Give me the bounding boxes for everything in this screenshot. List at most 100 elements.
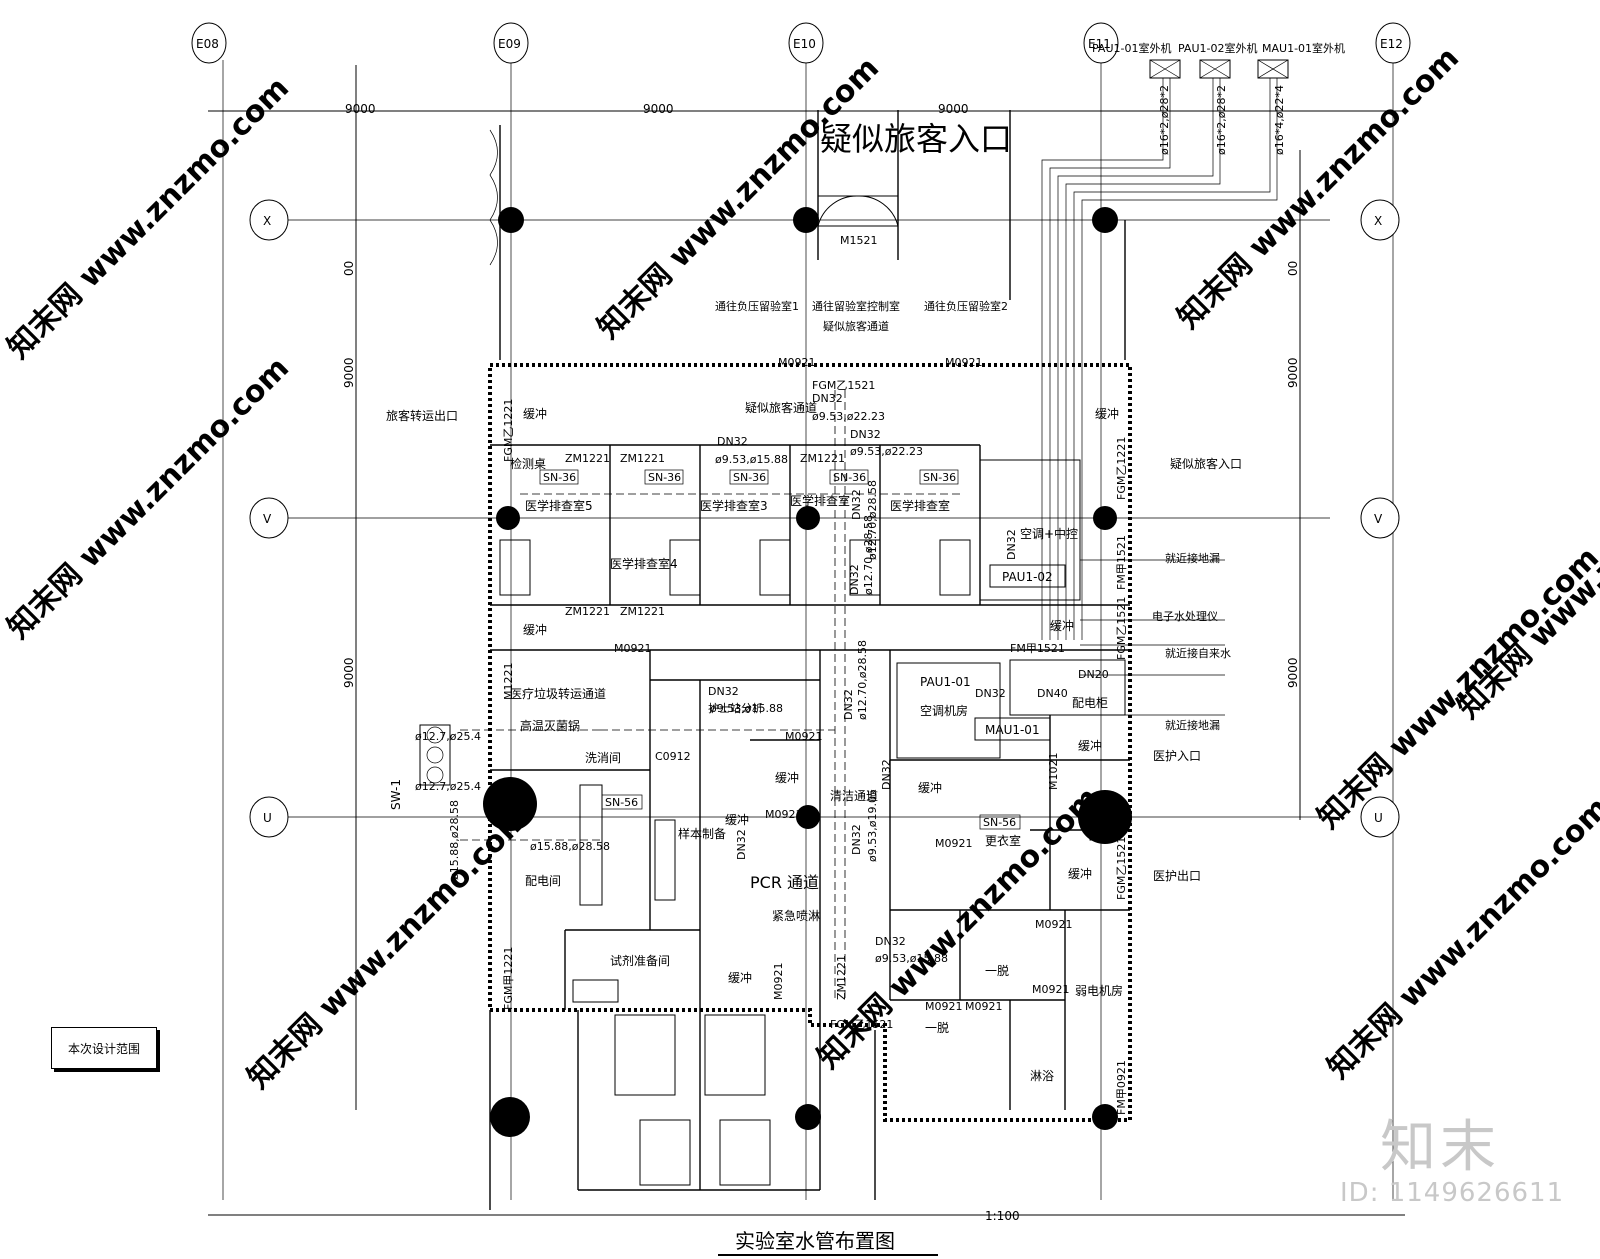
label-near-drain2: 就近接地漏 <box>1165 718 1220 732</box>
label-weak-room: 弱电机房 <box>1075 983 1123 998</box>
to-control: 通往留验室控制室 <box>812 299 900 313</box>
door-zm1221-5: ZM1221 <box>620 605 665 618</box>
label-exam3: 医学排查室3 <box>700 498 768 513</box>
label-dist-cabinet: 配电柜 <box>1072 696 1108 710</box>
pipe-14: DN32 <box>975 687 1006 700</box>
door-m0921-4: M0921 <box>785 730 823 743</box>
pipe-9: ø12.70,ø28.58 <box>866 480 879 560</box>
entrance-top-label: 疑似旅客入口 <box>820 120 1012 158</box>
dimensions: 9000 9000 9000 9000 9000 9000 9000 00 00 <box>208 65 1405 1216</box>
lower-restrooms <box>489 1010 876 1210</box>
pipe-13: ø12.70,ø28.58 <box>856 640 869 720</box>
scale-text: 1:100 <box>985 1209 1020 1223</box>
label-buffer-9: 缓冲 <box>775 770 799 785</box>
door-fgm1221-2: FGM乙1221 <box>1115 437 1128 500</box>
label-medical-waste: 医疗垃圾转运通道 <box>510 686 606 701</box>
brand-logo-text: 知末 <box>1380 1115 1500 1180</box>
label-exam-c: 医学排查室 <box>890 498 950 513</box>
door-m0921-10: M0921 <box>965 1000 1003 1013</box>
tag-sn56-2: SN-56 <box>983 816 1016 829</box>
door-m0921-3: M0921 <box>614 642 652 655</box>
dim-v-4: 9000 <box>1286 657 1300 688</box>
dim-v-3: 9000 <box>1286 357 1300 388</box>
label-buffer-6: 缓冲 <box>1068 866 1092 881</box>
suspect-channel: 疑似旅客通道 <box>823 319 889 333</box>
grid-bubble-e09: E09 <box>498 37 521 51</box>
label-water-treatment: 电子水处理仪 <box>1152 610 1218 623</box>
transfer-exit: 旅客转运出口 <box>386 408 458 423</box>
label-exam4: 医学排查室4 <box>610 556 678 571</box>
legend-design-scope: 本次设计范围 <box>51 1027 157 1069</box>
watermark-9: 知末网 www.znzmo.com <box>1311 541 1600 836</box>
to-neg2: 通往负压留验室2 <box>924 299 1008 313</box>
label-exam5: 医学排查室5 <box>525 498 593 513</box>
drawing-title-text: 实验室水管布置图 <box>735 1229 895 1253</box>
label-pcr: PCR 通道 <box>750 873 819 892</box>
pipe-12: DN32 <box>842 689 855 720</box>
door-m1221: M1221 <box>502 663 515 701</box>
grid-bubble-v-left: V <box>263 512 272 526</box>
drawing-title: 实验室水管布置图 1:100 <box>718 1209 1020 1256</box>
pipe-1: DN32 <box>812 392 843 405</box>
grid-bubble-e12: E12 <box>1380 37 1403 51</box>
door-m0921-2: M0921 <box>945 356 983 369</box>
unit-mau1-01: MAU1-01 <box>985 723 1040 737</box>
pipe-22: ø9.53,ø15.88 <box>875 952 948 965</box>
outdoor-unit-label-1: PAU1-01室外机 <box>1092 41 1171 55</box>
pipe-26: ø15.88,ø28.58 <box>530 840 610 853</box>
label-buffer-5: 缓冲 <box>1078 738 1102 753</box>
label-suspect-passage: 疑似旅客通道 <box>745 400 817 415</box>
watermark-layer: 知末网 www.znzmo.com 知末网 www.znzmo.com 知末网 … <box>1 41 1600 1096</box>
pipe-23: ø12.7,ø25.4 <box>415 730 481 743</box>
outdoor-pipe-1: ø16*2,ø28*2 <box>1158 85 1171 155</box>
equipment-symbols <box>419 539 1111 1003</box>
to-neg1: 通往负压留验室1 <box>715 299 799 313</box>
label-buffer-2: 缓冲 <box>1095 406 1119 421</box>
watermark-8: 知末网 www.znzmo.com <box>1321 791 1600 1086</box>
label-undress: 一脱 <box>985 963 1009 978</box>
pipe-27: DN32 <box>850 824 863 855</box>
pipe-4: ø9.53,ø22.23 <box>850 445 923 458</box>
dim-span-2: 9000 <box>643 102 674 116</box>
door-m0921-6: M0921 <box>765 808 803 821</box>
pipe-11: ø12.70,ø28.58 <box>862 515 875 595</box>
label-clean-passage: 清洁通道 <box>830 789 878 803</box>
label-shower: 淋浴 <box>1030 1069 1054 1083</box>
pipe-16: DN20 <box>1078 668 1109 681</box>
tag-sn36-2: SN-36 <box>648 471 681 484</box>
label-reagent-prep: 试剂准备间 <box>610 953 670 968</box>
grid-bubble-e11: E11 <box>1088 37 1111 51</box>
pipe-3: DN32 <box>850 428 881 441</box>
tag-sn36-5: SN-36 <box>923 471 956 484</box>
label-changing: 更衣室 <box>985 833 1021 848</box>
label-ac-room: 空调机房 <box>920 703 968 718</box>
scope-boundary <box>488 363 1132 1122</box>
pipe-20: ø9.53,ø19.05 <box>866 789 879 862</box>
door-zm1221-3: ZM1221 <box>800 452 845 465</box>
pipe-15: DN40 <box>1037 687 1068 700</box>
grid-bubbles: E08 E09 E10 E11 E12 X X V V U U <box>191 22 1411 838</box>
unit-pau1-01: PAU1-01 <box>920 675 971 689</box>
door-fgm1221-1: FGM乙1221 <box>502 399 515 462</box>
door-fm1521-2: FM甲1521 <box>1010 642 1065 655</box>
door-fgm1521-4: FGM乙1521 <box>830 1018 893 1031</box>
outdoor-unit-label-2: PAU1-02室外机 <box>1178 41 1257 55</box>
label-test-table: 检测桌 <box>510 456 546 471</box>
watermark-3: 知末网 www.znzmo.com <box>1171 41 1466 336</box>
tag-sn36-4: SN-36 <box>833 471 866 484</box>
door-fgm1221-3: FGM甲1221 <box>502 947 515 1010</box>
door-m1021: M1021 <box>1047 753 1060 791</box>
unit-labels: PAU1-02 PAU1-01 MAU1-01 SW-1 <box>389 564 1066 810</box>
room-labels: 缓冲 缓冲 检测桌 医学排查室5 医学排查室3 医学排查室4 医学排查室 医学排… <box>510 400 1242 1083</box>
interior-walls <box>490 444 1130 1110</box>
door-zm1221-1: ZM1221 <box>565 452 610 465</box>
upper-area: 疑似旅客入口 M1521 通往负压留验室1 通往留验室控制室 通往负压留验室2 … <box>386 110 1126 423</box>
door-c0912: C0912 <box>655 750 691 763</box>
label-undress2: 一脱 <box>925 1020 949 1035</box>
label-buffer-10: 缓冲 <box>728 970 752 985</box>
dim-side-1: 00 <box>342 261 356 276</box>
pipe-runs <box>460 390 1225 1000</box>
door-zm1221-6: ZM1221 <box>835 955 848 1000</box>
label-near-tap: 就近接自来水 <box>1165 646 1231 660</box>
